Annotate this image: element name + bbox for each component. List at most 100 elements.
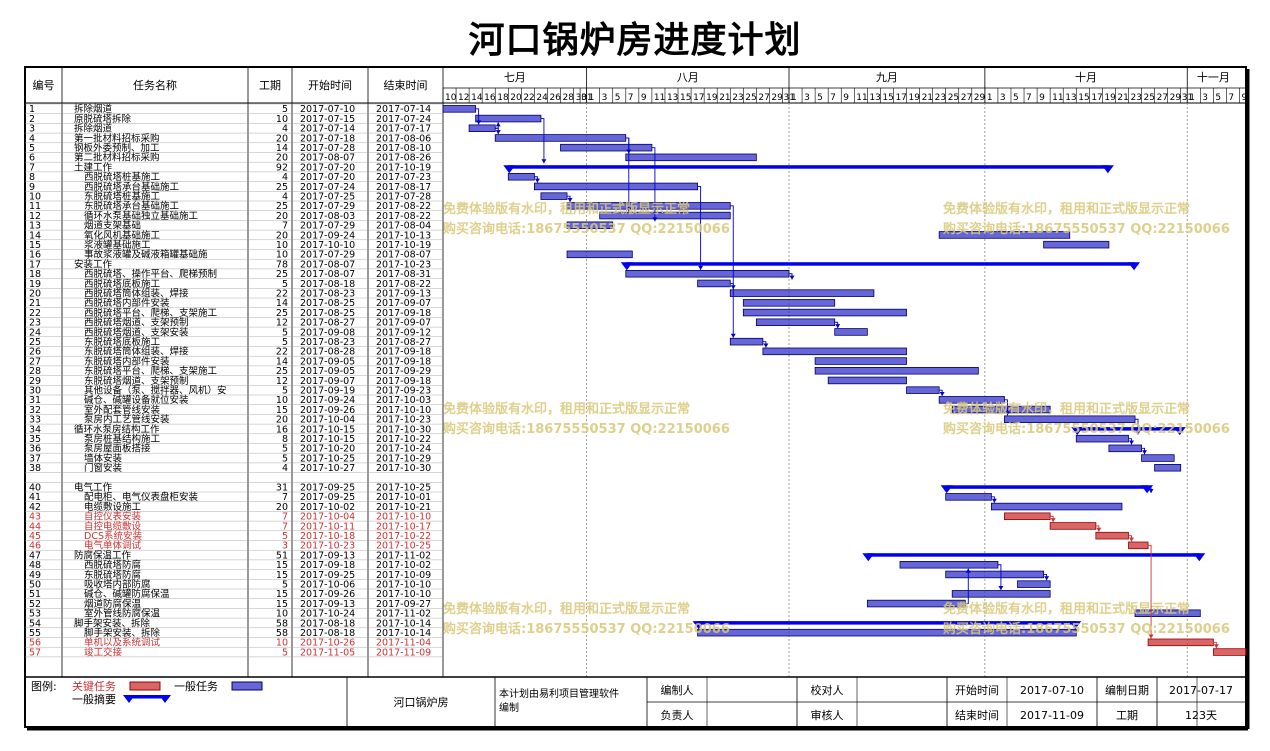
task-name: 西脱硫塔筒体组装、焊接 (84, 288, 189, 300)
task-id: 27 (29, 356, 41, 367)
task-duration: 7 (282, 512, 288, 523)
watermark-line2: 购买咨询电话:18675550537 QQ:22150066 (943, 221, 1230, 237)
task-end: 2017-10-10 (376, 405, 431, 416)
task-end: 2017-08-22 (376, 279, 431, 290)
day-label: 15 (882, 93, 893, 103)
task-end: 2017-10-29 (376, 453, 431, 464)
task-bar (945, 493, 992, 501)
task-end: 2017-08-06 (376, 133, 431, 144)
task-id: 2 (29, 114, 35, 125)
task-start: 2017-11-05 (300, 647, 355, 658)
month-label: 八月 (677, 71, 699, 84)
task-name: 西脱硫塔内部件安装 (84, 297, 170, 309)
summary-bar-start-marker (692, 621, 705, 630)
task-end: 2017-10-10 (376, 580, 431, 591)
legend-summary-start-marker (123, 695, 135, 703)
task-duration: 3 (282, 541, 288, 552)
task-duration: 51 (276, 550, 288, 561)
task-end: 2017-09-07 (376, 318, 431, 329)
task-start: 2017-09-13 (300, 599, 355, 610)
day-label: 17 (895, 93, 906, 103)
summary-bar-end-marker (1101, 165, 1114, 174)
watermark-line2: 购买咨询电话:18675550537 QQ:22150066 (443, 221, 730, 237)
summary-bar (625, 262, 1136, 266)
day-label: 5 (1215, 93, 1221, 103)
summary-bar (1076, 427, 1181, 431)
task-duration: 20 (276, 133, 288, 144)
day-label: 19 (909, 93, 921, 103)
task-end: 2017-09-27 (376, 599, 431, 610)
critical-task-bar (1049, 522, 1097, 530)
task-id: 29 (29, 376, 41, 387)
task-end: 2017-11-02 (376, 550, 431, 561)
task-start: 2017-10-04 (300, 415, 355, 426)
task-end: 2017-10-25 (376, 541, 431, 552)
task-bar (951, 590, 1051, 598)
watermark-line1: 免费体验版有水印，租用和正式版显示正常 (943, 601, 1190, 617)
task-name: 循环水泵基础独立基础施工 (84, 210, 199, 222)
task-duration: 14 (276, 143, 288, 154)
task-duration: 15 (276, 589, 288, 600)
task-id: 28 (29, 366, 41, 377)
day-label: 25 (1144, 93, 1155, 103)
day-label: 16 (484, 93, 496, 103)
task-name: 碱仓、碱罐防腐保温 (84, 588, 170, 600)
day-label: 23 (1130, 93, 1141, 103)
day-label: 1 (1189, 93, 1195, 103)
task-end: 2017-08-07 (376, 250, 431, 261)
day-label: 3 (602, 93, 608, 103)
dependency-arrow (1128, 537, 1134, 542)
critical-task-bar (1095, 531, 1129, 540)
task-name: 脚手架安装、拆除 (74, 617, 151, 629)
task-name: 门窗安装 (84, 462, 123, 474)
task-start: 2017-10-24 (300, 609, 355, 620)
task-name: 氧化风机基础施工 (84, 229, 161, 241)
end-label: 结束时间 (955, 709, 999, 722)
task-start: 2017-07-29 (300, 201, 355, 212)
task-id: 42 (29, 502, 41, 513)
task-id: 5 (29, 143, 35, 154)
task-start: 2017-10-04 (300, 512, 355, 523)
task-duration: 25 (276, 366, 288, 377)
task-name: 东脱硫塔平台、爬梯、支架施工 (84, 365, 218, 377)
task-id: 21 (29, 298, 41, 309)
task-name: 配电柜、电气仪表盘柜安装 (84, 491, 199, 503)
task-name: 土建工作 (74, 161, 113, 173)
watermark-line1: 免费体验版有水印，租用和正式版显示正常 (443, 601, 690, 617)
day-label: 13 (869, 93, 880, 103)
day-label: 12 (458, 93, 469, 103)
dependency-link (997, 564, 1002, 590)
task-start: 2017-09-26 (300, 589, 355, 600)
summary-bar-start-marker (862, 553, 875, 562)
task-bar (697, 628, 1077, 637)
task-start: 2017-10-02 (300, 502, 355, 513)
dependency-link (475, 108, 480, 125)
column-header-id: 编号 (33, 78, 55, 92)
task-start: 2017-07-24 (300, 182, 355, 193)
task-id: 8 (29, 172, 35, 183)
day-label: 1 (987, 93, 993, 103)
day-label: 13 (1065, 93, 1076, 103)
task-id: 46 (29, 541, 41, 552)
day-label: 1 (791, 93, 797, 103)
dependency-arrow (698, 265, 704, 270)
task-id: 51 (29, 589, 41, 600)
task-id: 56 (29, 638, 41, 649)
task-name: 循环水泵房结构工作 (74, 423, 160, 435)
task-end: 2017-08-31 (376, 269, 431, 280)
task-start: 2017-10-15 (300, 424, 355, 435)
task-bar (566, 221, 614, 229)
task-duration: 15 (276, 560, 288, 571)
column-header-name: 任务名称 (133, 78, 177, 92)
watermark-line2: 购买咨询电话:18675550537 QQ:22150066 (943, 421, 1230, 437)
dependency-arrow (495, 130, 501, 135)
task-start: 2017-10-23 (300, 541, 355, 552)
task-start: 2017-07-29 (300, 250, 355, 261)
task-bar (560, 143, 653, 152)
day-label: 1 (589, 93, 595, 103)
dependency-arrow (1096, 527, 1102, 532)
dependency-arrow (991, 498, 997, 503)
task-bar (1154, 463, 1182, 472)
task-name: 防腐保温工作 (74, 549, 132, 561)
task-end: 2017-10-23 (376, 259, 431, 270)
